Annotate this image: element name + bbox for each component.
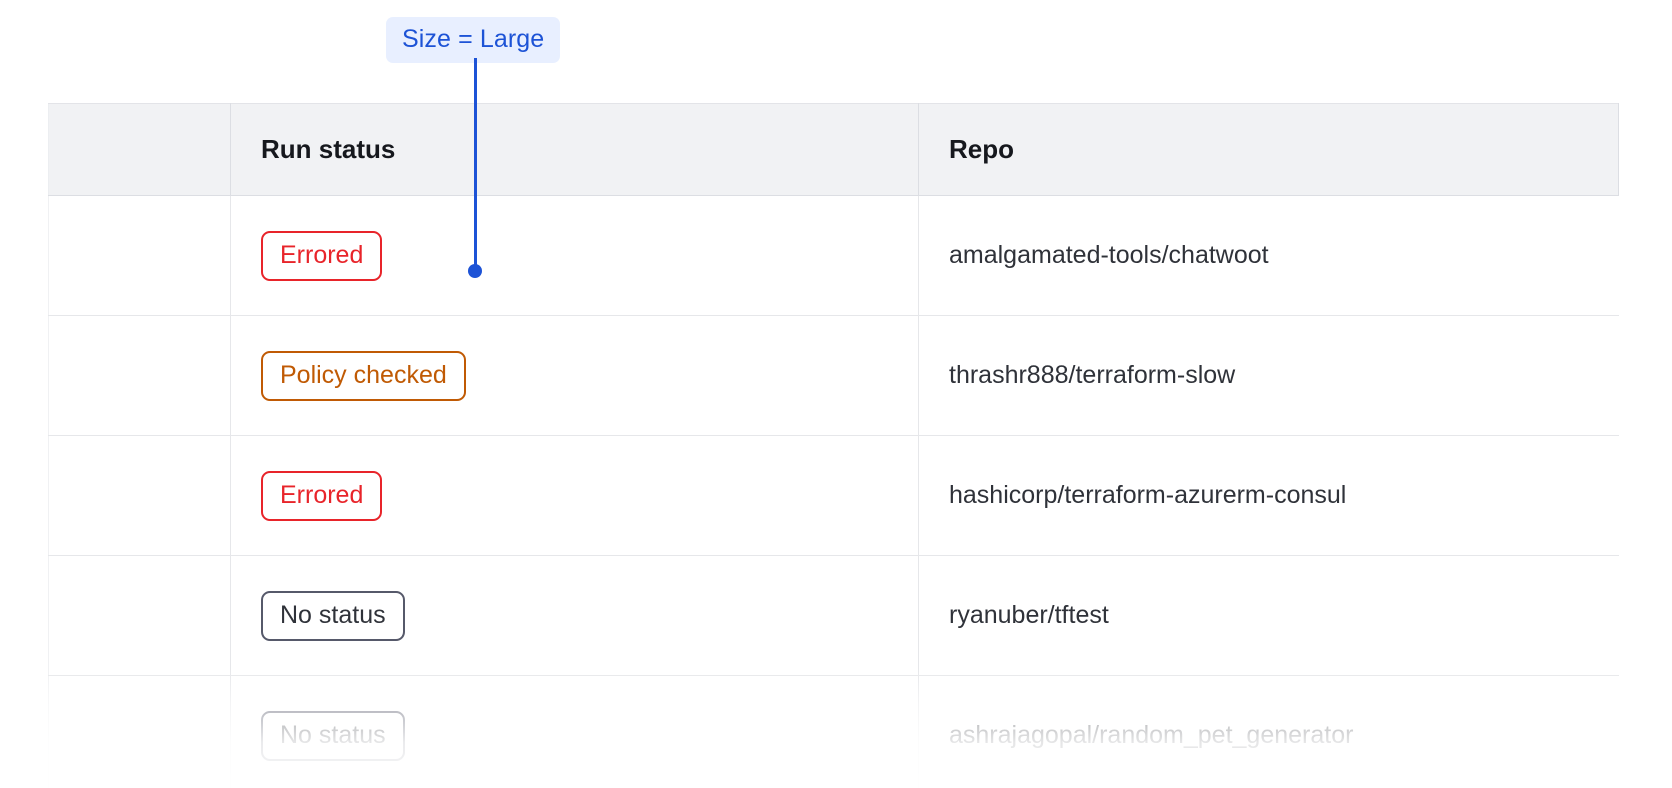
repo-cell[interactable]: amalgamated-tools/chatwoot: [918, 195, 1619, 316]
row-select-cell[interactable]: [48, 675, 231, 788]
run-status-cell: No status: [230, 555, 919, 676]
column-header-run-status[interactable]: Run status: [230, 103, 919, 196]
row-select-cell[interactable]: [48, 195, 231, 316]
row-select-cell[interactable]: [48, 315, 231, 436]
run-status-cell: Policy checked: [230, 315, 919, 436]
row-select-cell[interactable]: [48, 555, 231, 676]
status-badge[interactable]: Policy checked: [261, 350, 466, 401]
run-status-cell: Errored: [230, 195, 919, 316]
repo-cell[interactable]: hashicorp/terraform-azurerm-consul: [918, 435, 1619, 556]
status-badge[interactable]: No status: [261, 590, 405, 641]
status-badge[interactable]: No status: [261, 710, 405, 761]
status-badge[interactable]: Errored: [261, 230, 383, 281]
table-header: Run status Repo: [48, 103, 1619, 196]
table-row[interactable]: No status ryanuber/tftest: [48, 555, 1619, 676]
table-row[interactable]: Errored amalgamated-tools/chatwoot: [48, 195, 1619, 316]
repo-cell[interactable]: ashrajagopal/random_pet_generator: [949, 721, 1354, 750]
run-status-cell: Errored: [230, 435, 919, 556]
column-header-repo[interactable]: Repo: [918, 103, 1619, 196]
row-select-cell[interactable]: [48, 435, 231, 556]
table-body: Errored amalgamated-tools/chatwoot Polic…: [48, 195, 1619, 788]
column-header-select[interactable]: [48, 103, 231, 196]
table-row[interactable]: No status ashrajagopal/random_pet_genera…: [48, 675, 1619, 788]
repo-cell[interactable]: ryanuber/tftest: [918, 555, 1619, 676]
table-row[interactable]: Errored hashicorp/terraform-azurerm-cons…: [48, 435, 1619, 556]
status-badge[interactable]: Errored: [261, 470, 383, 521]
table-header-row: Run status Repo: [48, 103, 1619, 196]
run-status-cell: No status: [230, 675, 919, 788]
annotation-label: Size = Large: [386, 17, 561, 63]
runs-table-container: Run status Repo Errored amalgamated-tool…: [48, 103, 1672, 788]
runs-table: Run status Repo Errored amalgamated-tool…: [48, 103, 1619, 788]
table-row[interactable]: Policy checked thrashr888/terraform-slow: [48, 315, 1619, 436]
repo-cell[interactable]: thrashr888/terraform-slow: [918, 315, 1619, 436]
